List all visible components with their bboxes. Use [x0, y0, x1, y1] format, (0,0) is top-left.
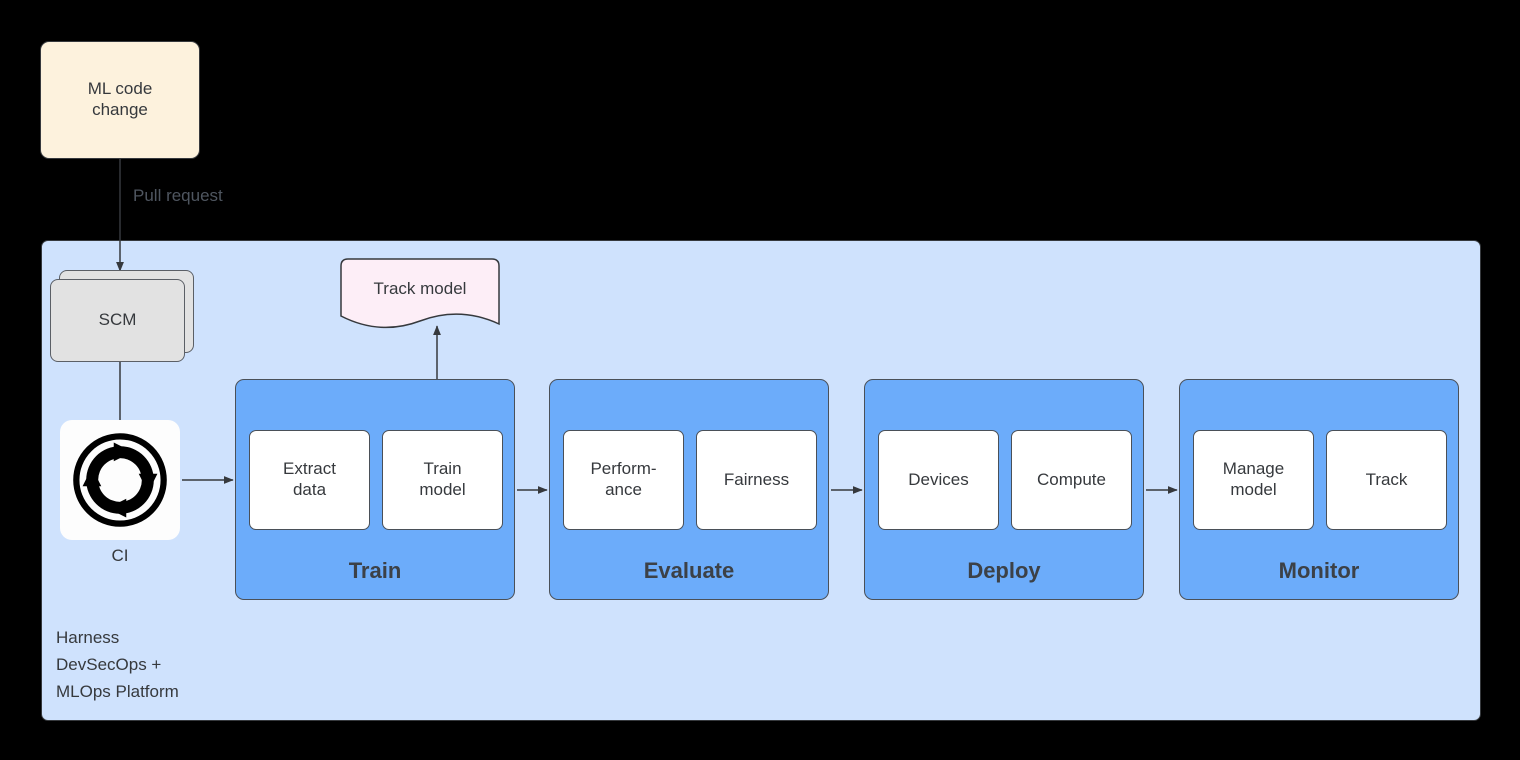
substep-compute[interactable]: Compute	[1011, 430, 1132, 530]
document-shape-icon	[340, 258, 500, 329]
continuous-integration-cycle-icon	[73, 433, 167, 527]
ml-code-change-node[interactable]: ML code change	[40, 41, 200, 159]
substep-track[interactable]: Track	[1326, 430, 1447, 530]
stage-monitor-title: Monitor	[1278, 558, 1360, 583]
pull-request-edge-label: Pull request	[133, 186, 223, 205]
ci-node[interactable]	[60, 420, 180, 540]
substep-train-model-label: Train model	[419, 459, 466, 499]
substep-train-model[interactable]: Train model	[382, 430, 503, 530]
scm-node[interactable]: SCM	[50, 270, 194, 362]
substep-extract-data[interactable]: Extract data	[249, 430, 370, 530]
stage-evaluate-title: Evaluate	[643, 558, 735, 583]
substep-devices-label: Devices	[908, 469, 969, 489]
substep-extract-data-label: Extract data	[283, 459, 336, 499]
stage-monitor-substeps: Manage model Track	[1193, 430, 1447, 530]
substep-compute-label: Compute	[1037, 469, 1106, 489]
substep-manage-model-label: Manage model	[1222, 459, 1285, 499]
stage-deploy-title: Deploy	[967, 558, 1041, 583]
substep-performance-label: Perform- ance	[590, 459, 657, 499]
scm-stack-front-sheet: SCM	[50, 279, 185, 362]
stage-evaluate[interactable]: Perform- ance Fairness Evaluate	[549, 379, 829, 600]
substep-fairness[interactable]: Fairness	[696, 430, 817, 530]
platform-caption: Harness DevSecOps + MLOps Platform	[56, 628, 179, 701]
ci-label: CI	[111, 546, 129, 565]
stage-deploy[interactable]: Devices Compute Deploy	[864, 379, 1144, 600]
substep-performance[interactable]: Perform- ance	[563, 430, 684, 530]
stage-monitor[interactable]: Manage model Track Monitor	[1179, 379, 1459, 600]
stage-deploy-substeps: Devices Compute	[878, 430, 1132, 530]
scm-label: SCM	[98, 310, 137, 330]
stage-train-title: Train	[348, 558, 402, 583]
stage-train-substeps: Extract data Train model	[249, 430, 503, 530]
stage-train[interactable]: Extract data Train model Train	[235, 379, 515, 600]
substep-track-label: Track	[1365, 469, 1408, 489]
substep-manage-model[interactable]: Manage model	[1193, 430, 1314, 530]
substep-devices[interactable]: Devices	[878, 430, 999, 530]
substep-fairness-label: Fairness	[723, 469, 790, 489]
stage-evaluate-substeps: Perform- ance Fairness	[563, 430, 817, 530]
ml-code-change-label: ML code change	[87, 79, 153, 119]
track-model-document[interactable]: Track model	[340, 258, 500, 338]
track-model-label: Track model	[373, 279, 467, 298]
